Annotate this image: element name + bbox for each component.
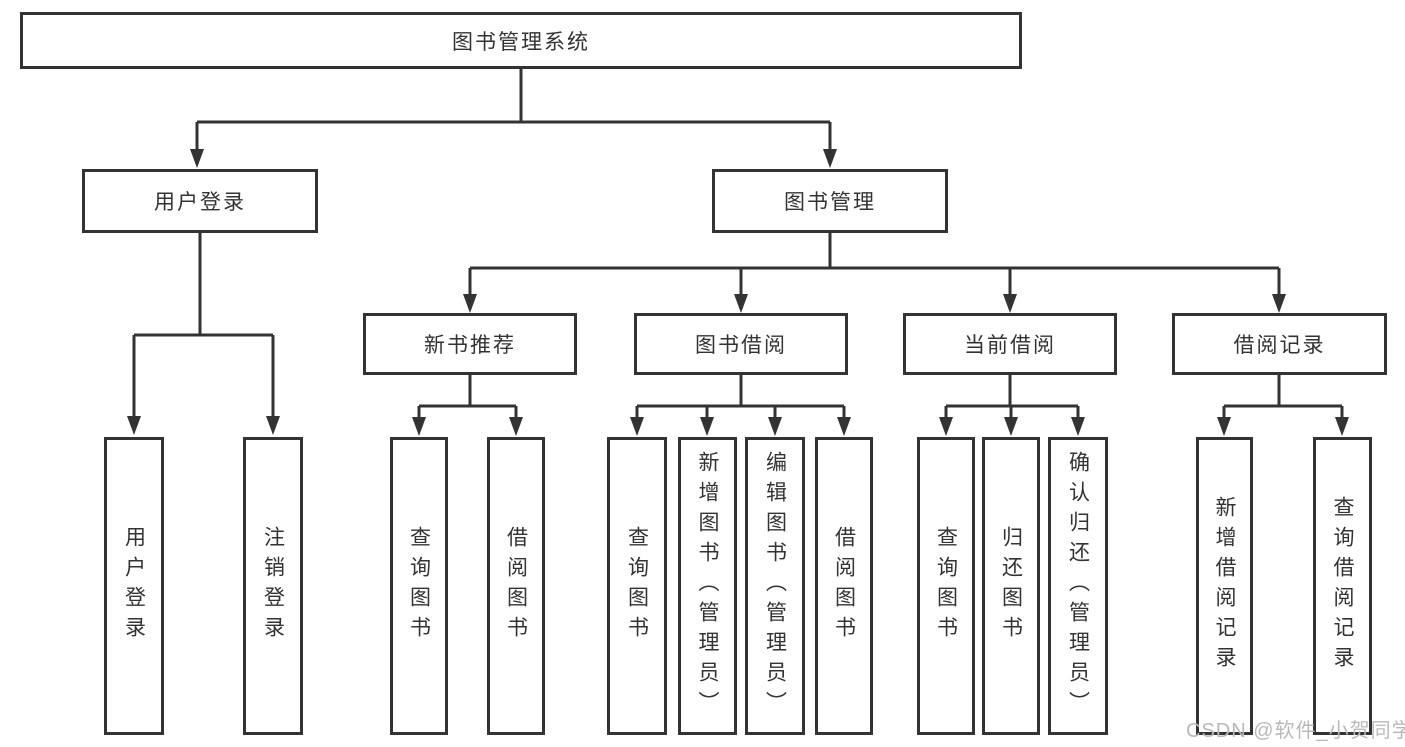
leaf-label: 注销登录 [261, 526, 285, 646]
leaf-label: 查询图书 [934, 526, 958, 646]
arrowheads [127, 149, 1349, 436]
arrowhead-icon [837, 417, 851, 436]
leaf-user-login: 用户登录 [104, 437, 164, 735]
connector-newbook-arrow-stems [417, 406, 518, 421]
leaf-label: 借阅图书 [504, 526, 528, 646]
connector-records-split [1224, 375, 1342, 408]
node-book-management: 图书管理 [712, 169, 948, 233]
leaf-edit-book-admin: 编辑图书（管理员） [745, 437, 805, 735]
arrowhead-icon [823, 149, 837, 168]
csdn-watermark: CSDN @软件_小贺同学 [1186, 720, 1405, 742]
connector-bookmgmt-split [470, 233, 1279, 270]
connector-records-arrow-stems [1222, 406, 1344, 421]
leaf-return-book: 归还图书 [982, 437, 1040, 735]
leaf-query-borrow-record: 查询借阅记录 [1313, 437, 1372, 735]
leaf-borrow-books-borrow: 借阅图书 [815, 437, 873, 735]
leaf-label: 查询图书 [407, 526, 431, 646]
node-label: 新书推荐 [424, 334, 516, 357]
connector-newbook-split [419, 375, 516, 408]
arrowhead-icon [1071, 417, 1085, 436]
leaf-query-books-recommend: 查询图书 [390, 437, 448, 735]
arrowhead-icon [190, 149, 204, 168]
leaf-label: 新增图书（管理员） [696, 451, 719, 721]
leaf-query-books-current: 查询图书 [917, 437, 975, 735]
arrowhead-icon [1003, 294, 1017, 313]
leaf-logout: 注销登录 [243, 437, 303, 735]
arrowhead-icon [1272, 294, 1286, 313]
arrowhead-icon [509, 417, 523, 436]
arrowhead-icon [1335, 417, 1349, 436]
leaf-label: 查询借阅记录 [1331, 496, 1354, 676]
connector-root-arrow-stems [195, 122, 832, 153]
node-label: 当前借阅 [964, 334, 1056, 357]
leaf-label: 借阅图书 [832, 526, 856, 646]
connector-userlogin-split [134, 233, 273, 337]
leaf-label: 编辑图书（管理员） [763, 451, 787, 721]
arrowhead-icon [939, 417, 953, 436]
node-library-system: 图书管理系统 [20, 12, 1022, 69]
arrowhead-icon [1217, 417, 1231, 436]
node-current-borrow: 当前借阅 [903, 313, 1117, 375]
leaf-add-borrow-record: 新增借阅记录 [1196, 437, 1253, 735]
node-user-login: 用户登录 [82, 169, 318, 233]
arrowhead-icon [1004, 417, 1018, 436]
node-label: 图书管理 [784, 191, 876, 214]
node-borrow-records: 借阅记录 [1172, 313, 1387, 375]
node-label: 用户登录 [154, 191, 246, 214]
connector-currentborrow-split [946, 375, 1078, 408]
node-book-borrow: 图书借阅 [634, 313, 848, 375]
arrowhead-icon [734, 294, 748, 313]
leaf-label: 归还图书 [999, 526, 1023, 646]
connector-userlogin-arrow-stems [132, 335, 275, 420]
node-label: 图书借阅 [695, 334, 787, 357]
arrowhead-icon [700, 417, 714, 436]
connector-bookborrow-arrow-stems [635, 406, 846, 421]
node-label: 图书管理系统 [452, 30, 590, 54]
leaf-add-book-admin: 新增图书（管理员） [678, 437, 737, 735]
node-new-book-recommend: 新书推荐 [363, 313, 577, 375]
arrowhead-icon [266, 416, 280, 435]
leaf-borrow-books-recommend: 借阅图书 [487, 437, 545, 735]
connector-root-split [197, 68, 830, 124]
arrowhead-icon [127, 416, 141, 435]
arrowhead-icon [768, 417, 782, 436]
leaf-label: 用户登录 [122, 526, 146, 646]
leaf-label: 新增借阅记录 [1213, 496, 1236, 676]
arrowhead-icon [463, 294, 477, 313]
node-label: 借阅记录 [1233, 334, 1326, 357]
connector-bookmgmt-arrow-stems [468, 268, 1281, 298]
connector-lines [132, 68, 1344, 421]
connector-bookborrow-split [637, 375, 844, 408]
arrowhead-icon [630, 417, 644, 436]
arrowhead-icon [412, 417, 426, 436]
leaf-label: 查询图书 [625, 526, 649, 646]
leaf-query-books-borrow: 查询图书 [607, 437, 667, 735]
leaf-confirm-return-admin: 确认归还（管理员） [1048, 437, 1108, 735]
leaf-label: 确认归还（管理员） [1066, 451, 1090, 721]
